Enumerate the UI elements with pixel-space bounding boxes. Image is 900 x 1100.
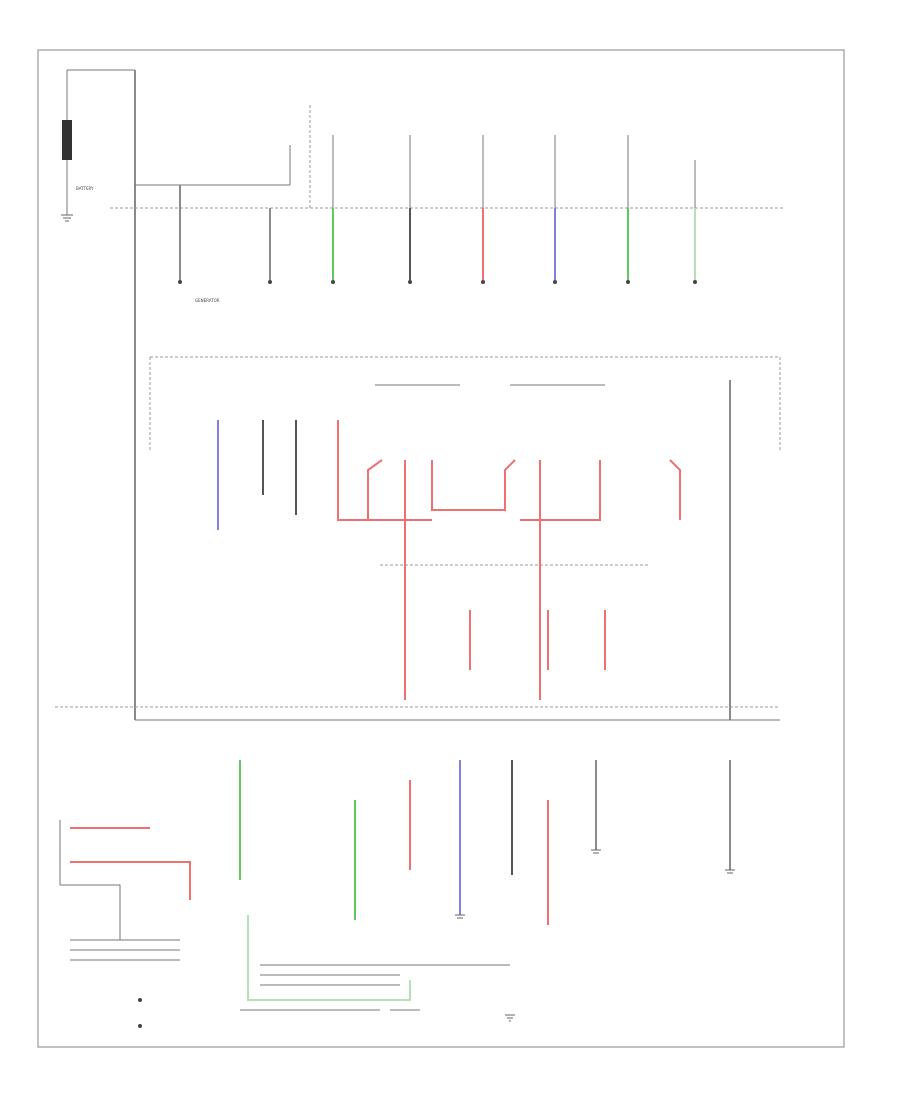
junction-block — [240, 915, 510, 1011]
ign-body — [59, 820, 121, 940]
red-wire-c — [431, 459, 516, 511]
red-wire-link-2 — [520, 460, 601, 521]
red-wire-e — [669, 459, 681, 520]
jb-bus — [260, 964, 510, 986]
ground-icon — [61, 214, 73, 222]
terminal-dot — [553, 280, 557, 284]
ign-terminals — [70, 939, 180, 961]
ground-icon — [725, 869, 735, 874]
top-drop-terminals — [178, 280, 697, 284]
terminal-dot — [331, 280, 335, 284]
terminal-dot — [626, 280, 630, 284]
ground-icon — [455, 914, 465, 919]
terminal-dot — [481, 280, 485, 284]
ground-icon — [591, 849, 601, 854]
battery-group: BATTERY — [61, 69, 135, 222]
red-wire-a — [337, 420, 383, 521]
generator-label: GENERATOR — [195, 298, 220, 303]
ignition-switch — [59, 820, 191, 1028]
position-dot-2 — [138, 1024, 142, 1028]
battery-symbol — [62, 120, 72, 160]
terminal-dot — [178, 280, 182, 284]
position-dot-1 — [138, 998, 142, 1002]
terminal-dot — [693, 280, 697, 284]
top-fuse-row — [332, 135, 696, 208]
jb-lightgreen — [247, 915, 411, 1001]
terminal-dot — [408, 280, 412, 284]
terminal-dot — [268, 280, 272, 284]
ign-red-2 — [70, 861, 191, 900]
ground-icon — [505, 1014, 515, 1022]
diagram-frame — [37, 49, 845, 1048]
relay-network-red — [337, 420, 681, 700]
battery-label: BATTERY — [76, 186, 94, 191]
